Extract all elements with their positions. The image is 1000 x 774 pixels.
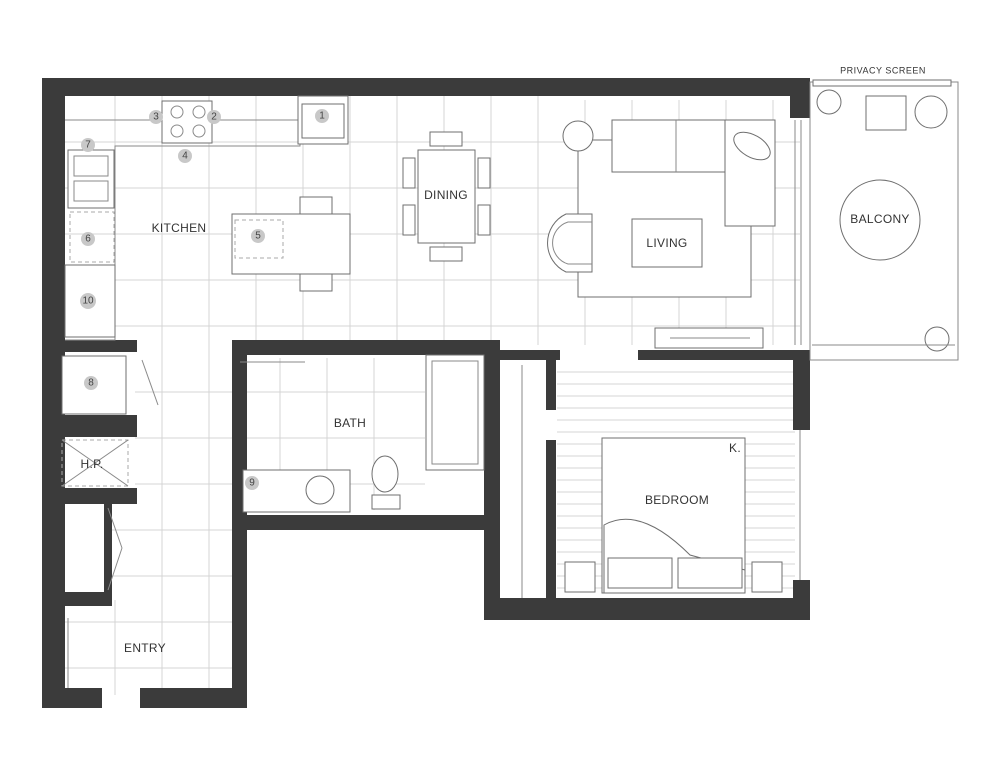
appliance-number-5: 5 bbox=[255, 231, 261, 242]
appliance-marker-4 bbox=[178, 149, 192, 163]
living-label: LIVING bbox=[646, 236, 687, 250]
appliance-marker-2 bbox=[207, 110, 221, 124]
appliance-number-4: 4 bbox=[182, 151, 188, 162]
appliance-number-9: 9 bbox=[249, 478, 255, 489]
appliance-marker-1 bbox=[315, 109, 329, 123]
appliance-marker-7 bbox=[81, 138, 95, 152]
appliance-number-6: 6 bbox=[85, 234, 91, 245]
appliance-number-8: 8 bbox=[88, 378, 94, 389]
appliance-marker-8 bbox=[84, 376, 98, 390]
kitchen-cabinets bbox=[64, 95, 351, 341]
bedroom-label: BEDROOM bbox=[645, 493, 709, 507]
kitchen-label: KITCHEN bbox=[152, 221, 207, 235]
living-furniture bbox=[547, 119, 802, 349]
closets-and-doors bbox=[61, 355, 305, 688]
entry-label: ENTRY bbox=[124, 641, 166, 655]
privacy-screen-label: PRIVACY SCREEN bbox=[840, 65, 926, 75]
appliance-marker-9 bbox=[245, 476, 259, 490]
bath-fixtures bbox=[242, 354, 485, 513]
appliance-number-3: 3 bbox=[153, 112, 159, 123]
appliance-marker-3 bbox=[149, 110, 163, 124]
appliance-number-1: 1 bbox=[319, 111, 325, 122]
walls bbox=[42, 78, 810, 708]
bath-label: BATH bbox=[334, 416, 366, 430]
k-mark-label: K. bbox=[729, 441, 741, 455]
bedroom-furniture bbox=[521, 365, 801, 598]
appliance-number-7: 7 bbox=[85, 140, 91, 151]
balcony-label: BALCONY bbox=[850, 212, 909, 226]
room-labels: KITCHEN DINING LIVING BALCONY PRIVACY SC… bbox=[81, 65, 926, 655]
dining-label: DINING bbox=[424, 188, 468, 202]
hp-label: H.P. bbox=[81, 457, 104, 471]
appliance-markers: 1 2 3 4 5 6 7 8 9 10 bbox=[80, 109, 329, 490]
appliance-marker-6 bbox=[81, 232, 95, 246]
appliance-marker-5 bbox=[251, 229, 265, 243]
appliance-marker-10 bbox=[80, 293, 96, 309]
dining-table bbox=[402, 131, 491, 262]
appliance-number-10: 10 bbox=[82, 296, 94, 307]
hall-tile-grid bbox=[65, 345, 232, 695]
appliance-number-2: 2 bbox=[211, 112, 217, 123]
balcony bbox=[809, 79, 959, 361]
